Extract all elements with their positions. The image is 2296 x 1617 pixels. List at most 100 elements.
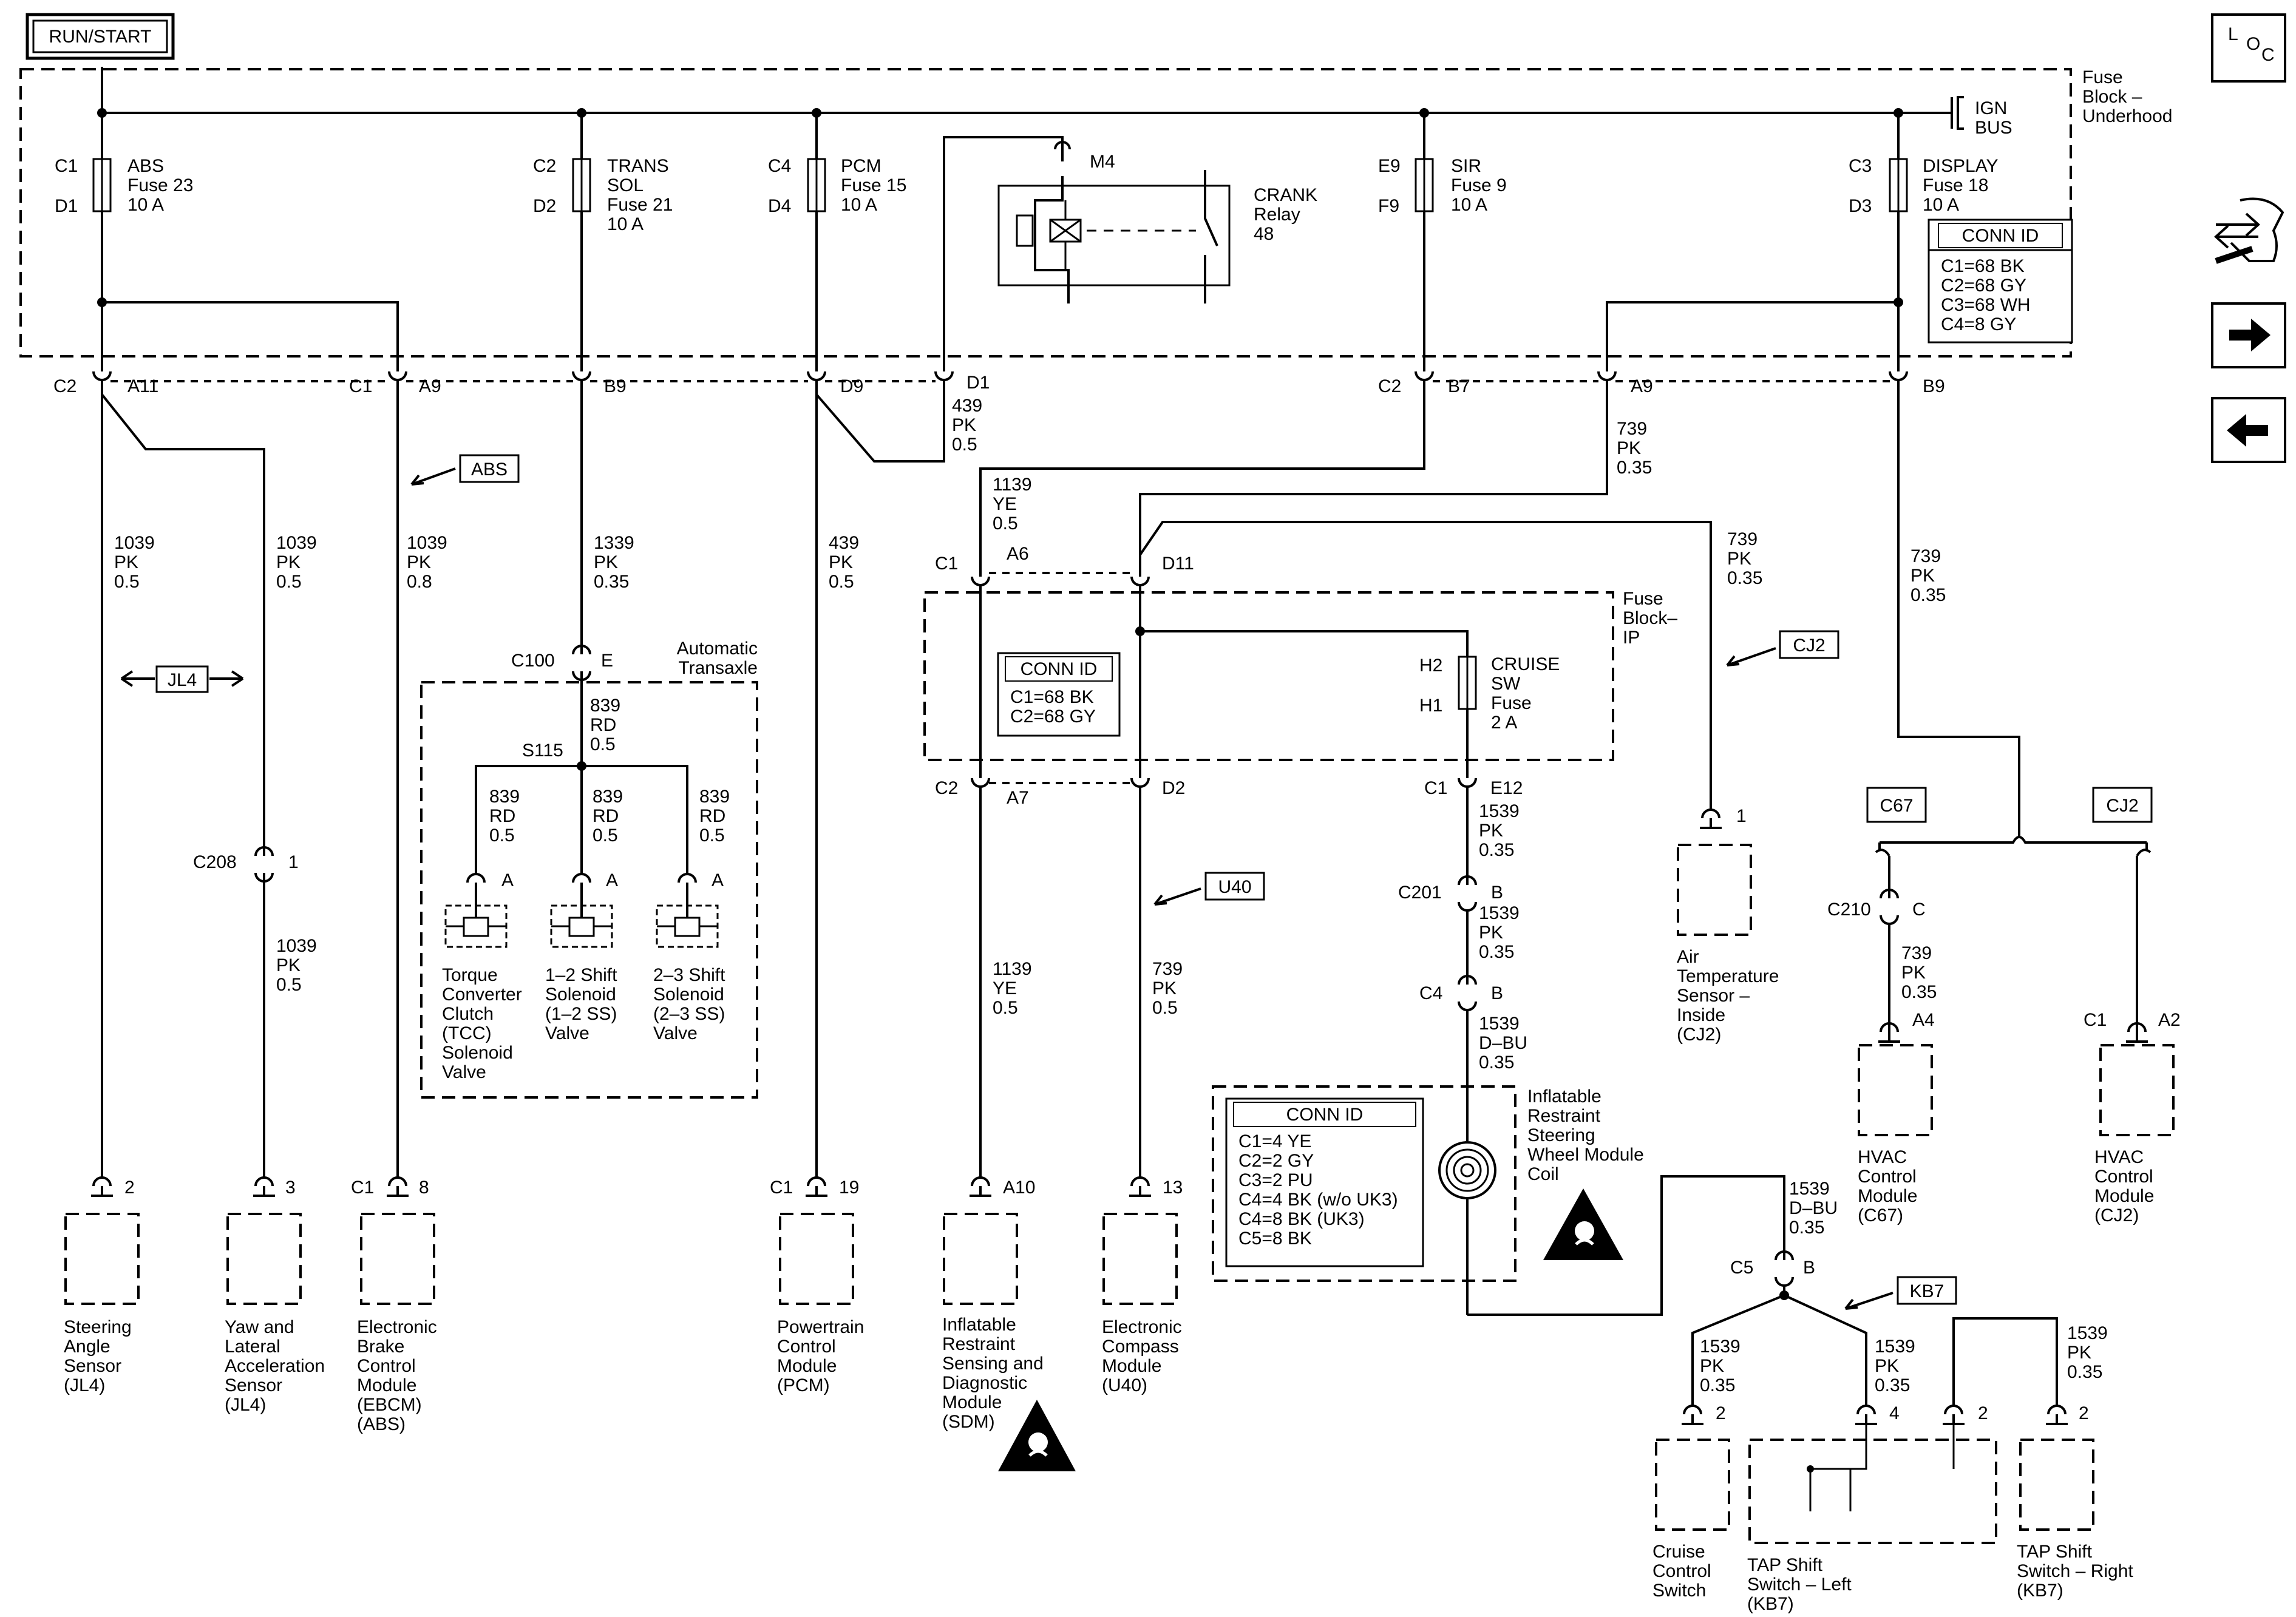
svg-text:Air: Air bbox=[1677, 947, 1699, 967]
module-ebcm: C1 8 Electronic Brake Control Module (EB… bbox=[351, 1176, 437, 1434]
c5-connector: C5 B bbox=[1730, 1250, 1815, 1287]
tag-c67[interactable]: C67 bbox=[1866, 787, 1927, 823]
svg-text:1539: 1539 bbox=[1479, 1014, 1520, 1034]
svg-text:CONN ID: CONN ID bbox=[1021, 659, 1098, 679]
tag-cj2-hvac[interactable]: CJ2 bbox=[2092, 787, 2153, 823]
svg-text:Inside: Inside bbox=[1677, 1005, 1725, 1025]
module-sdm: A10 Inflatable Restraint Sensing and Dia… bbox=[942, 1176, 1044, 1432]
wire-label-1339: 1339 PK 0.35 bbox=[594, 533, 634, 592]
svg-text:1539: 1539 bbox=[1700, 1337, 1741, 1357]
svg-text:1539: 1539 bbox=[2067, 1323, 2108, 1343]
svg-text:C2: C2 bbox=[935, 778, 958, 798]
module-yaw-lateral-sensor: 3 Yaw and Lateral Acceleration Sensor (J… bbox=[225, 1176, 325, 1415]
svg-text:0.35: 0.35 bbox=[1789, 1218, 1824, 1238]
svg-text:C4=4 BK (w/o UK3): C4=4 BK (w/o UK3) bbox=[1238, 1190, 1398, 1210]
svg-text:Steering: Steering bbox=[1527, 1125, 1595, 1145]
svg-text:10 A: 10 A bbox=[841, 195, 877, 215]
svg-text:10 A: 10 A bbox=[607, 214, 644, 234]
next-page-button[interactable] bbox=[2211, 302, 2286, 368]
locator-icon[interactable]: L O C bbox=[2211, 13, 2286, 83]
svg-text:Fuse 18: Fuse 18 bbox=[1923, 175, 1988, 195]
svg-text:O: O bbox=[2246, 34, 2260, 54]
wrench-icon[interactable] bbox=[2214, 197, 2284, 264]
svg-text:Sensing and: Sensing and bbox=[942, 1354, 1044, 1374]
previous-page-button[interactable] bbox=[2211, 397, 2286, 463]
svg-text:839: 839 bbox=[593, 787, 623, 807]
svg-text:C67: C67 bbox=[1880, 796, 1913, 816]
svg-text:(PCM): (PCM) bbox=[777, 1375, 830, 1395]
solenoid-2-3-shift: A 2–3 Shift Solenoid (2–3 SS) Valve bbox=[653, 870, 725, 1043]
tag-kb7[interactable]: KB7 bbox=[1844, 1276, 1957, 1310]
svg-text:Relay: Relay bbox=[1254, 205, 1300, 225]
svg-text:1039: 1039 bbox=[407, 533, 447, 553]
fuse-block-ip-connectors-top: C1 A6 D11 bbox=[935, 544, 1194, 586]
svg-text:B9: B9 bbox=[604, 376, 627, 396]
svg-text:C100: C100 bbox=[511, 651, 555, 671]
wire-label-739-c67: 739 PK 0.35 bbox=[1901, 943, 1937, 1002]
svg-text:E12: E12 bbox=[1490, 778, 1523, 798]
svg-text:Fuse 23: Fuse 23 bbox=[127, 175, 193, 195]
svg-text:Angle: Angle bbox=[64, 1337, 110, 1357]
c208-connector: C208 1 bbox=[193, 846, 299, 883]
tag-cj2-air[interactable]: CJ2 bbox=[1726, 630, 1839, 666]
svg-text:0.5: 0.5 bbox=[593, 825, 618, 846]
svg-text:Steering: Steering bbox=[64, 1317, 132, 1337]
svg-text:C1=4 YE: C1=4 YE bbox=[1238, 1131, 1311, 1151]
svg-text:E9: E9 bbox=[1378, 156, 1401, 176]
svg-text:1539: 1539 bbox=[1875, 1337, 1915, 1357]
svg-text:2 A: 2 A bbox=[1491, 713, 1517, 733]
svg-text:C1: C1 bbox=[351, 1178, 374, 1198]
svg-text:10 A: 10 A bbox=[127, 195, 164, 215]
conn-id-coil: CONN ID C1=4 YE C2=2 GY C3=2 PU C4=4 BK … bbox=[1225, 1097, 1424, 1267]
svg-text:1539: 1539 bbox=[1479, 903, 1520, 923]
module-tap-shift-left: 4 2 TAP Shift Switch – Left (KB7) bbox=[1747, 1403, 1997, 1614]
svg-text:0.35: 0.35 bbox=[1617, 458, 1652, 478]
svg-text:0.5: 0.5 bbox=[276, 975, 302, 995]
svg-text:(CJ2): (CJ2) bbox=[1677, 1025, 1721, 1045]
svg-text:C1=68 BK: C1=68 BK bbox=[1010, 687, 1094, 707]
svg-text:D3: D3 bbox=[1849, 196, 1872, 216]
svg-text:PK: PK bbox=[1479, 821, 1503, 841]
svg-text:PK: PK bbox=[1617, 438, 1641, 458]
svg-text:(EBCM): (EBCM) bbox=[357, 1395, 422, 1415]
wire-1539-c5 bbox=[1467, 1175, 1785, 1316]
svg-text:1539: 1539 bbox=[1789, 1179, 1830, 1199]
underhood-connectors: C2 A11 C1 A9 B9 D9 D1 C2 B7 A9 B9 bbox=[53, 363, 1945, 396]
svg-text:1139: 1139 bbox=[993, 959, 1032, 979]
svg-text:Restraint: Restraint bbox=[1527, 1106, 1601, 1126]
wire-label-439: 439 PK 0.5 bbox=[829, 533, 859, 592]
svg-text:1039: 1039 bbox=[276, 936, 317, 956]
svg-text:TRANS: TRANS bbox=[607, 156, 669, 176]
tag-jl4[interactable]: JL4 bbox=[120, 665, 244, 693]
svg-text:C1: C1 bbox=[55, 156, 78, 176]
wire-439-relay-loop bbox=[815, 380, 945, 463]
conn-id-ip: CONN ID C1=68 BK C2=68 GY bbox=[997, 652, 1121, 737]
svg-text:C2=2 GY: C2=2 GY bbox=[1238, 1151, 1314, 1171]
svg-text:SIR: SIR bbox=[1451, 156, 1481, 176]
svg-text:0.5: 0.5 bbox=[489, 825, 515, 846]
svg-text:B: B bbox=[1803, 1258, 1815, 1278]
svg-text:739: 739 bbox=[1901, 943, 1932, 963]
svg-text:PK: PK bbox=[114, 552, 138, 572]
svg-text:C201: C201 bbox=[1398, 883, 1442, 903]
wire-label-1039-c: 1039 PK 0.8 bbox=[407, 533, 447, 592]
fuse-pcm: C4 D4 PCM Fuse 15 10 A bbox=[768, 113, 906, 363]
tag-u40[interactable]: U40 bbox=[1153, 872, 1265, 906]
svg-text:Block –: Block – bbox=[2082, 87, 2142, 107]
svg-text:Fuse: Fuse bbox=[1623, 589, 1663, 609]
tag-abs[interactable]: ABS bbox=[410, 454, 520, 486]
svg-text:Fuse 9: Fuse 9 bbox=[1451, 175, 1507, 195]
svg-text:48: 48 bbox=[1254, 224, 1274, 244]
svg-text:B: B bbox=[1491, 983, 1503, 1003]
svg-text:CONN ID: CONN ID bbox=[1962, 226, 2039, 246]
svg-text:Fuse 21: Fuse 21 bbox=[607, 195, 673, 215]
svg-text:Transaxle: Transaxle bbox=[678, 658, 758, 678]
svg-text:Control: Control bbox=[1858, 1167, 1917, 1187]
fuse-abs: C1 D1 ABS Fuse 23 10 A bbox=[55, 113, 193, 363]
svg-text:Control: Control bbox=[777, 1337, 836, 1357]
svg-text:0.8: 0.8 bbox=[407, 572, 432, 592]
svg-text:C4=8 GY: C4=8 GY bbox=[1941, 314, 2016, 334]
wire-739-air-temp bbox=[1139, 521, 1712, 810]
svg-text:D4: D4 bbox=[768, 196, 791, 216]
